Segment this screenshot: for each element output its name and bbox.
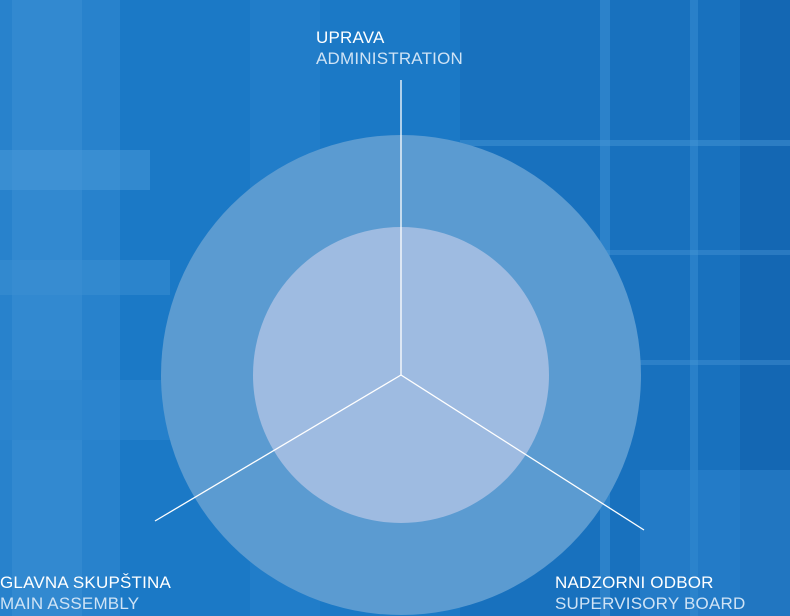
node-supervisory-board: NADZORNI ODBOR SUPERVISORY BOARD bbox=[555, 572, 745, 614]
node-supervisory-board-label-en: SUPERVISORY BOARD bbox=[555, 594, 746, 613]
node-main-assembly: GLAVNA SKUPŠTINA MAIN ASSEMBLY bbox=[0, 572, 171, 614]
node-administration-label-hr: UPRAVA bbox=[316, 28, 385, 47]
node-administration-label-en: ADMINISTRATION bbox=[316, 49, 463, 68]
node-administration: UPRAVA ADMINISTRATION bbox=[316, 27, 463, 69]
node-main-assembly-label-hr: GLAVNA SKUPŠTINA bbox=[0, 573, 172, 592]
connector-line-left bbox=[154, 374, 402, 522]
node-main-assembly-label-en: MAIN ASSEMBLY bbox=[0, 594, 140, 613]
connector-line-right bbox=[400, 374, 645, 531]
node-supervisory-board-label-hr: NADZORNI ODBOR bbox=[555, 573, 714, 592]
